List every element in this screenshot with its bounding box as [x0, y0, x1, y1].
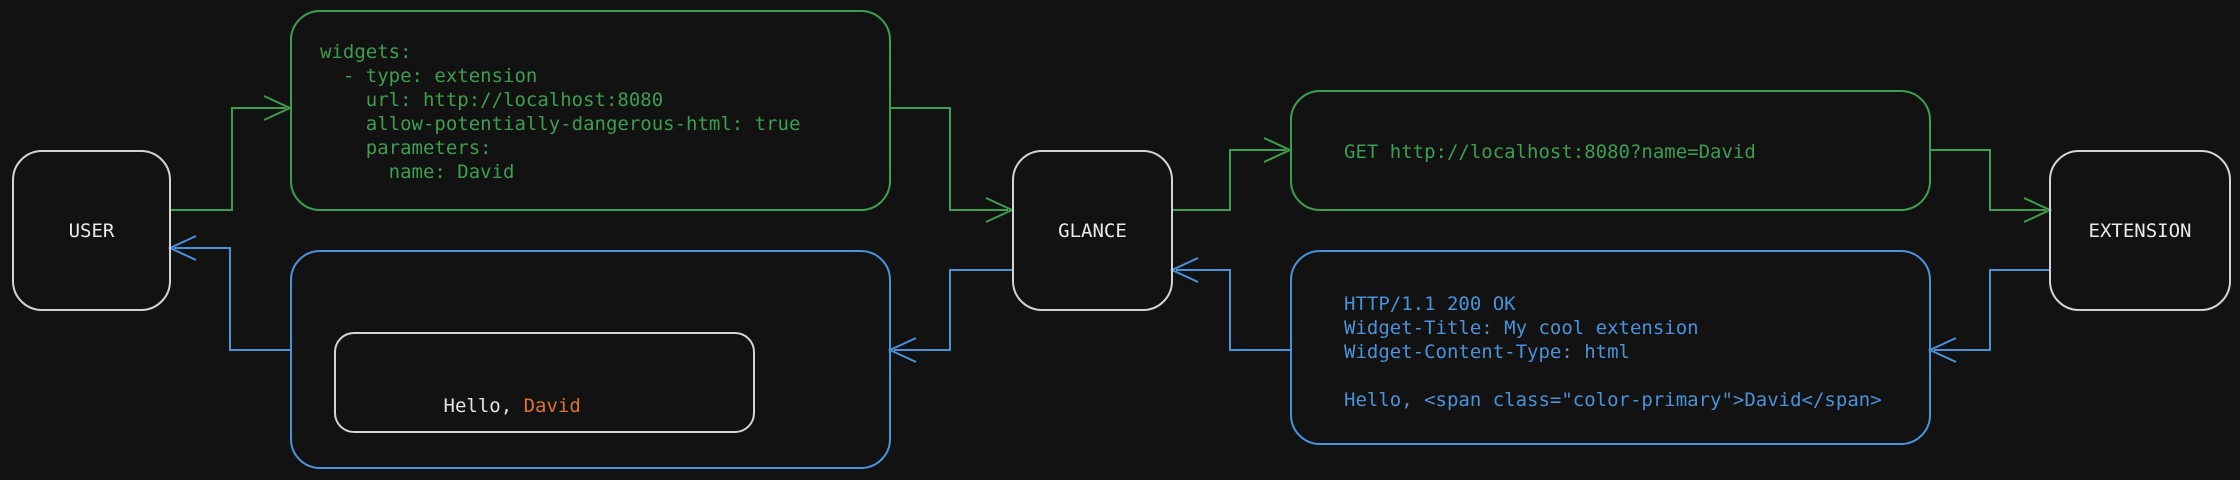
extension-node-label: EXTENSION: [2088, 219, 2192, 242]
widget-greeting: Hello, David: [352, 370, 581, 417]
response-line: Widget-Content-Type: html: [1344, 341, 1630, 363]
glance-node: GLANCE: [1012, 150, 1173, 311]
arrow-glance-to-request: [1172, 137, 1293, 211]
response-line: Widget-Title: My cool extension: [1344, 317, 1699, 339]
user-node: USER: [12, 150, 171, 311]
widget-content-box: Hello, David: [334, 332, 755, 433]
greeting-prefix: Hello,: [443, 395, 524, 417]
response-line: [1344, 364, 1929, 388]
yaml-line: name: David: [320, 161, 515, 183]
extension-node: EXTENSION: [2049, 150, 2231, 311]
yaml-line: parameters:: [320, 137, 492, 159]
yaml-line: allow-potentially-dangerous-html: true: [320, 113, 801, 135]
arrow-extension-to-response: [1927, 269, 2050, 363]
http-request-line: GET http://localhost:8080?name=David: [1344, 141, 1756, 163]
http-response-block: HTTP/1.1 200 OK Widget-Title: My cool ex…: [1290, 250, 1931, 445]
arrow-request-to-extension: [1930, 149, 2053, 223]
yaml-line: widgets:: [320, 41, 412, 63]
rendered-widget-block: MY COOL EXTENSION Hello, David: [290, 250, 891, 469]
arrow-widget-to-user: [167, 235, 290, 351]
glance-node-label: GLANCE: [1058, 219, 1127, 242]
response-line: Hello, <span class="color-primary">David…: [1344, 389, 1882, 411]
arrow-user-to-config: [170, 95, 293, 211]
response-line: HTTP/1.1 200 OK: [1344, 293, 1516, 315]
yaml-line: url: http://localhost:8080: [320, 89, 664, 111]
arrow-glance-to-widget: [887, 269, 1012, 363]
greeting-name: David: [523, 395, 581, 417]
yaml-line: - type: extension: [320, 65, 538, 87]
config-yaml-block: widgets: - type: extension url: http://l…: [290, 10, 891, 211]
http-request-block: GET http://localhost:8080?name=David: [1290, 90, 1931, 211]
user-node-label: USER: [68, 219, 115, 242]
arrow-response-to-glance: [1169, 257, 1290, 351]
arrow-config-to-glance: [890, 107, 1015, 223]
